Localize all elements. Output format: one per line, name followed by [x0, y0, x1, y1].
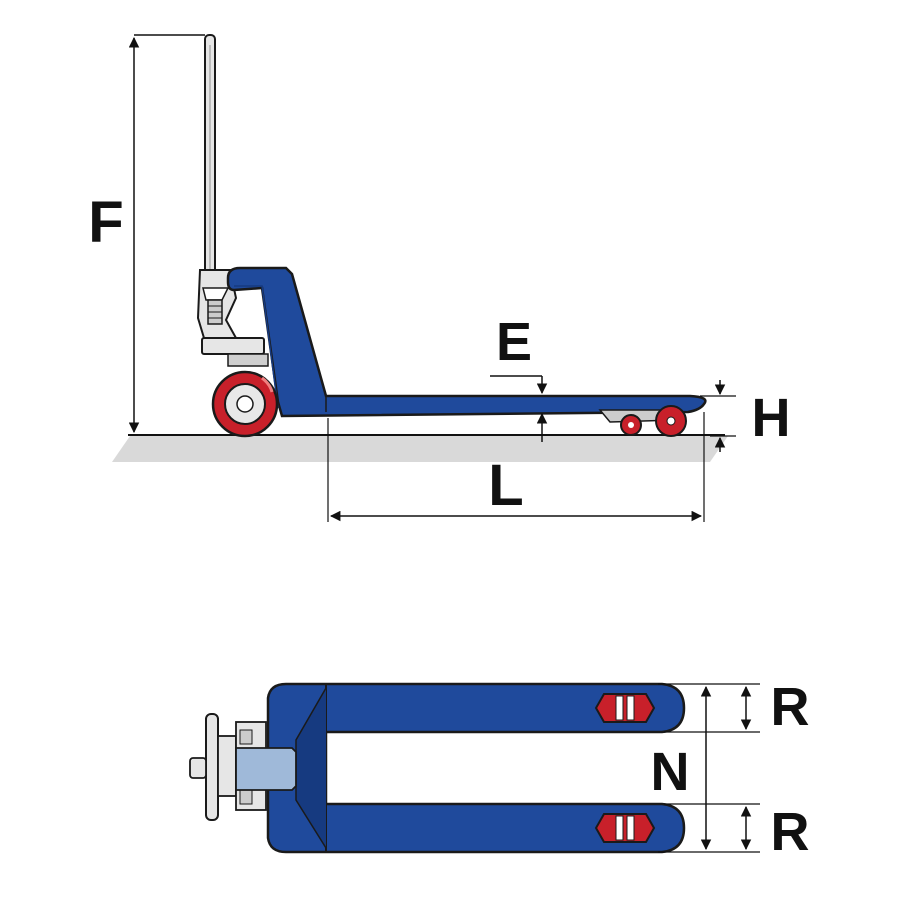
label-H: H — [752, 388, 791, 448]
label-F: F — [88, 190, 123, 255]
load-rollers — [598, 405, 687, 437]
pump-mechanism — [196, 269, 269, 367]
roller-window-bottom — [594, 813, 656, 843]
label-L: L — [488, 453, 523, 518]
label-R-top: R — [771, 677, 810, 737]
label-E: E — [496, 312, 532, 372]
roller-window-top — [594, 693, 656, 723]
pump-housing-top — [235, 747, 297, 791]
fork-body-side — [226, 266, 707, 418]
label-N: N — [651, 742, 690, 802]
top-view: N R R — [189, 677, 810, 862]
ground-shadow — [112, 436, 728, 462]
fork-body-top — [266, 682, 686, 854]
side-view: F E H L — [88, 34, 791, 522]
steer-wheel — [211, 370, 279, 438]
label-R-bottom: R — [771, 802, 810, 862]
